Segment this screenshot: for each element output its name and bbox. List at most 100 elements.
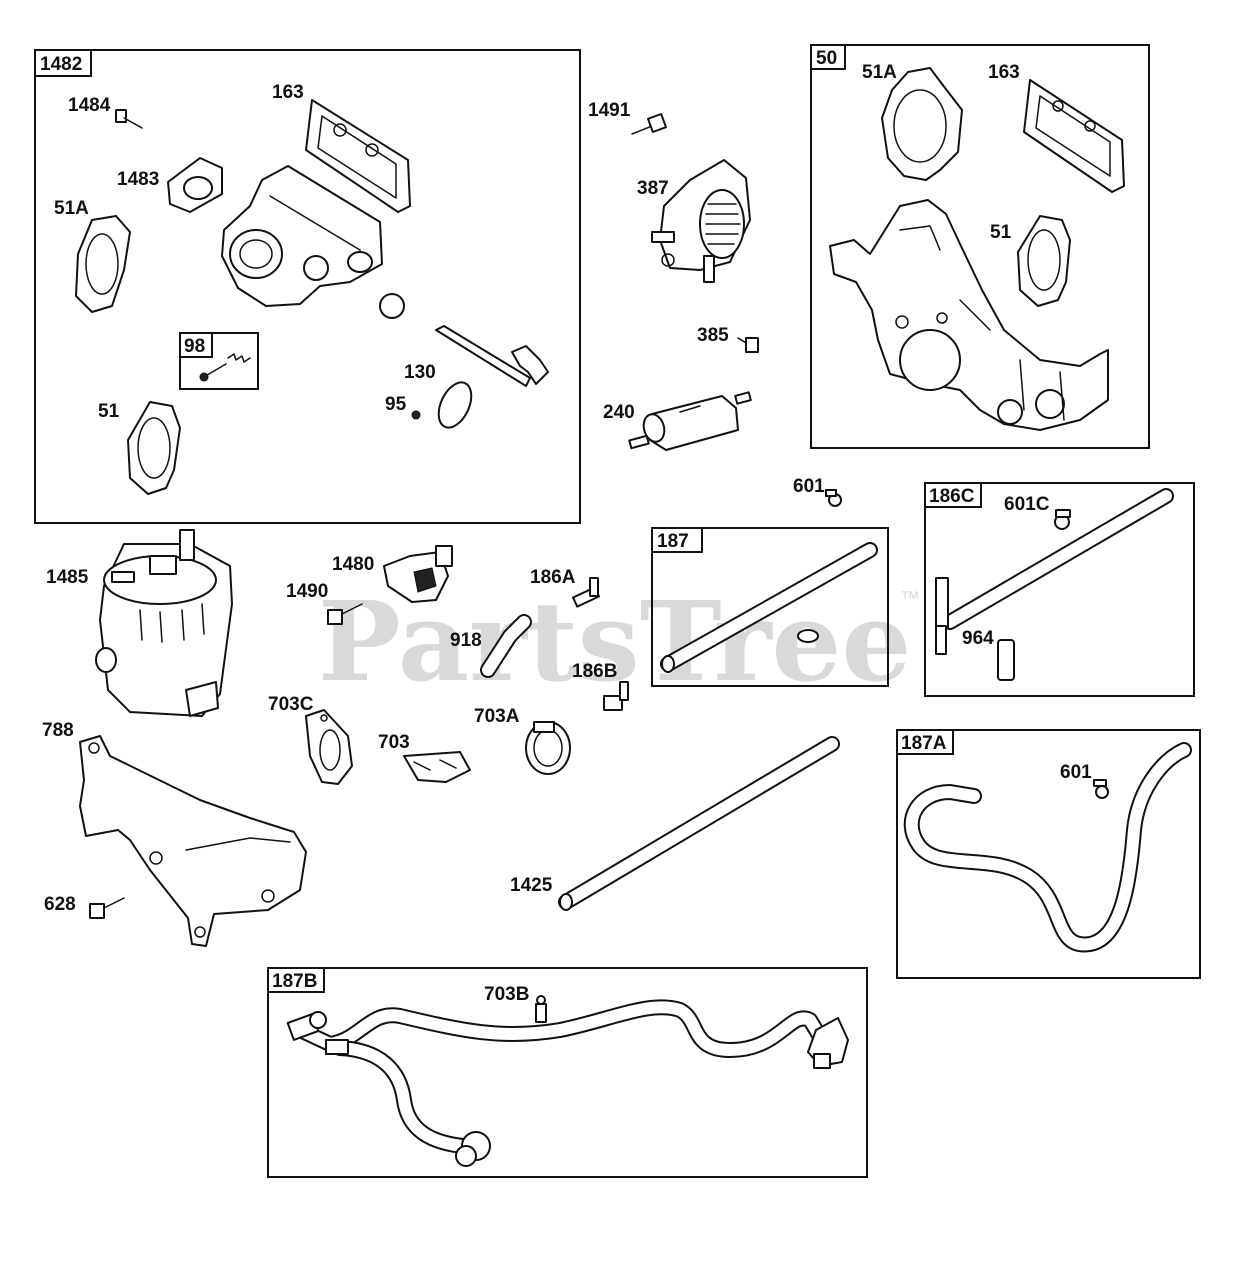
label-601C[interactable]: 601C <box>1004 494 1050 515</box>
part-918-hose[interactable] <box>480 614 532 678</box>
label-1484[interactable]: 1484 <box>68 95 111 116</box>
part-130-plate[interactable] <box>432 377 478 432</box>
label-51[interactable]: 51 <box>98 401 120 422</box>
label-1491[interactable]: 1491 <box>588 100 631 121</box>
box-187-tag-label[interactable]: 187 <box>657 531 689 552</box>
part-98-screw-spring[interactable] <box>199 353 251 382</box>
label-964[interactable]: 964 <box>962 628 994 649</box>
label-163[interactable]: 163 <box>272 82 304 103</box>
label-703A[interactable]: 703A <box>474 706 520 727</box>
part-387-fuel-pump[interactable] <box>651 159 751 283</box>
box-1482-tag <box>34 49 92 77</box>
box-186C-frame <box>924 482 1195 697</box>
group-50: 50 51A 163 51 <box>810 44 1150 449</box>
part-95-screw[interactable] <box>411 410 421 420</box>
label-95[interactable]: 95 <box>385 394 407 415</box>
part-1483-flange[interactable] <box>167 157 223 213</box>
label-628[interactable]: 628 <box>44 894 76 915</box>
box-1482-tag-label[interactable]: 1482 <box>40 54 82 75</box>
part-throttle-shaft[interactable] <box>435 325 549 387</box>
part-50-51A-gasket[interactable] <box>881 67 963 181</box>
part-1480-valve[interactable] <box>383 545 453 603</box>
box-187A-tag <box>896 729 954 755</box>
label-186B[interactable]: 186B <box>572 661 617 682</box>
label-918[interactable]: 918 <box>450 630 482 651</box>
part-186A-fitting[interactable] <box>572 577 600 608</box>
box-187B-tag-label[interactable]: 187B <box>272 971 317 992</box>
label-51A[interactable]: 51A <box>54 198 89 219</box>
box-187A-frame <box>896 729 1201 979</box>
label-130[interactable]: 130 <box>404 362 436 383</box>
box-98-frame <box>179 332 259 390</box>
part-throttle-body[interactable] <box>221 165 383 307</box>
label-187A-601[interactable]: 601 <box>1060 762 1092 783</box>
part-186B-fitting[interactable] <box>603 681 629 711</box>
part-964-spacer[interactable] <box>997 639 1015 681</box>
part-50-51-gasket[interactable] <box>1017 215 1071 307</box>
part-788-bracket[interactable] <box>79 735 307 947</box>
group-187A: 187A 601 <box>896 729 1201 979</box>
part-186C-fitting[interactable] <box>935 577 949 655</box>
box-186C-tag <box>924 482 982 508</box>
part-628-bolt[interactable] <box>89 897 125 919</box>
label-703[interactable]: 703 <box>378 732 410 753</box>
box-98-tag-label[interactable]: 98 <box>184 336 205 357</box>
part-240-fuel-filter[interactable] <box>628 391 752 451</box>
label-385[interactable]: 385 <box>697 325 729 346</box>
box-187-tag <box>651 527 703 553</box>
part-703-clip[interactable] <box>403 751 471 783</box>
label-50-51A[interactable]: 51A <box>862 62 897 83</box>
label-703B[interactable]: 703B <box>484 984 529 1005</box>
box-187-frame <box>651 527 889 687</box>
part-385-screw[interactable] <box>737 337 759 353</box>
part-1425-hose[interactable] <box>558 736 840 911</box>
part-1491-bolt[interactable] <box>631 113 667 135</box>
part-163-gasket[interactable] <box>305 99 411 213</box>
part-51-gasket[interactable] <box>127 401 181 495</box>
label-50-51[interactable]: 51 <box>990 222 1012 243</box>
part-187-clamp[interactable] <box>797 629 819 643</box>
part-187A-hose[interactable] <box>903 742 1192 953</box>
label-1485[interactable]: 1485 <box>46 567 89 588</box>
box-50-frame <box>810 44 1150 449</box>
label-1490[interactable]: 1490 <box>286 581 328 602</box>
part-51A-gasket[interactable] <box>75 215 131 313</box>
label-1483[interactable]: 1483 <box>117 169 159 190</box>
part-601C-clamp[interactable] <box>1054 509 1071 530</box>
part-186C-hose[interactable] <box>942 488 1174 630</box>
part-187-hose[interactable] <box>660 542 878 673</box>
box-187B-frame <box>267 967 868 1178</box>
box-187A-tag-label[interactable]: 187A <box>901 733 947 754</box>
group-186C: 186C 601C 964 <box>924 482 1195 697</box>
part-187B-hose-assembly[interactable] <box>286 999 849 1167</box>
part-601-clamp-top[interactable] <box>825 489 842 507</box>
label-601-top[interactable]: 601 <box>793 476 825 497</box>
group-98: 98 <box>179 332 259 390</box>
part-1490-bolt[interactable] <box>327 603 363 625</box>
part-bushing[interactable] <box>379 293 405 319</box>
group-1482: 1482 <box>34 49 581 524</box>
part-1484-screw[interactable] <box>115 109 143 129</box>
part-50-163-gasket[interactable] <box>1023 79 1125 193</box>
label-1480[interactable]: 1480 <box>332 554 374 575</box>
label-387[interactable]: 387 <box>637 178 669 199</box>
watermark-trademark: ™ <box>900 588 920 610</box>
label-50-163[interactable]: 163 <box>988 62 1020 83</box>
label-186A[interactable]: 186A <box>530 567 576 588</box>
part-703B-clip[interactable] <box>535 995 547 1023</box>
label-788[interactable]: 788 <box>42 720 74 741</box>
label-703C[interactable]: 703C <box>268 694 314 715</box>
box-50-tag-label[interactable]: 50 <box>816 48 837 69</box>
part-187A-601-clamp[interactable] <box>1093 779 1109 799</box>
part-1485-canister[interactable] <box>95 529 233 717</box>
label-240[interactable]: 240 <box>603 402 635 423</box>
part-intake-manifold[interactable] <box>829 199 1109 431</box>
box-98-tag <box>179 332 213 358</box>
part-703A-clamp[interactable] <box>525 721 571 775</box>
group-187B: 187B 703B <box>267 967 868 1178</box>
box-1482-frame <box>34 49 581 524</box>
label-1425[interactable]: 1425 <box>510 875 553 896</box>
part-703C-clip[interactable] <box>305 709 353 785</box>
box-186C-tag-label[interactable]: 186C <box>929 486 975 507</box>
